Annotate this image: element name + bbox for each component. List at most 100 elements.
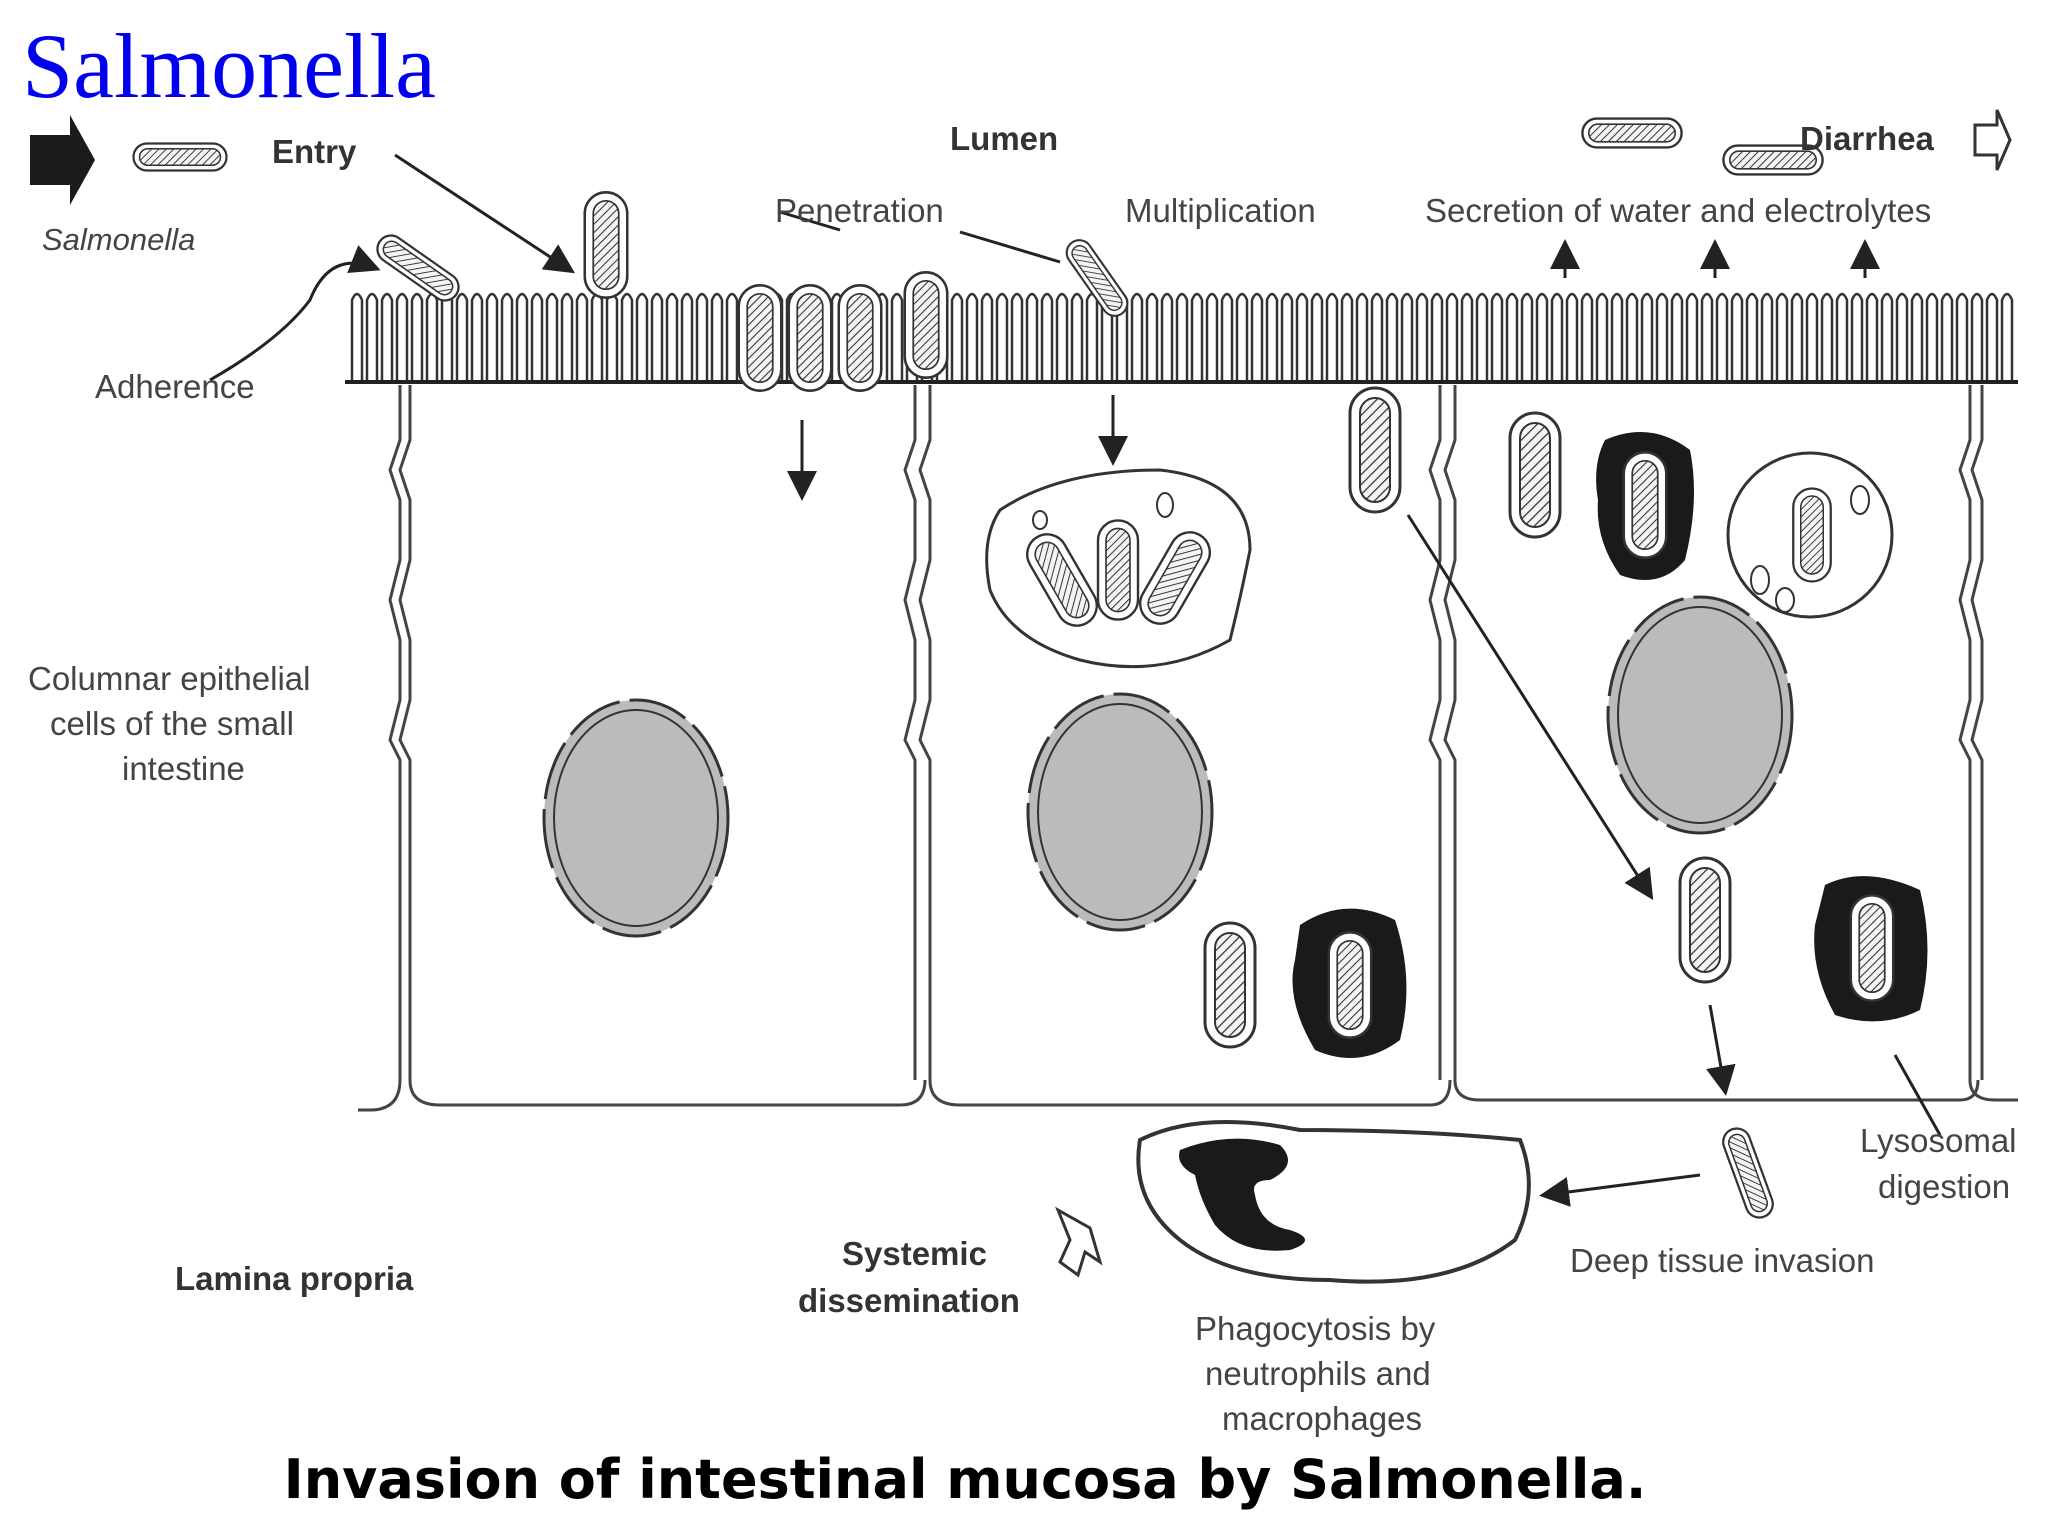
microvillus [725,292,739,382]
microvillus [1085,292,1099,382]
microvillus [1655,292,1669,382]
microvillus [1565,292,1579,382]
microvillus [1430,292,1444,382]
microvillus [1325,292,1339,382]
label-phagocytosis-3: macrophages [1222,1400,1422,1437]
microvillus [1280,292,1294,382]
microvillus [1010,292,1024,382]
label-phagocytosis-2: neutrophils and [1205,1355,1431,1392]
label-penetration: Penetration [775,192,944,229]
microvillus [1490,292,1504,382]
bacteria [132,117,1824,1223]
microvillus [1670,292,1684,382]
microvillus [1940,292,1954,382]
label-secretion: Secretion of water and electrolytes [1425,192,1931,229]
microvillus [1055,292,1069,382]
microvillus [1445,292,1459,382]
microvillus [1310,292,1324,382]
microvillus [1235,292,1249,382]
microvillus [1970,292,1984,382]
microvillus [1550,292,1564,382]
microvillus [575,292,589,382]
microvillus [650,292,664,382]
microvillus [1640,292,1654,382]
label-lumen: Lumen [950,120,1058,157]
microvillus [1220,292,1234,382]
systemic-arrow-icon [1055,1206,1103,1278]
microvillus [1790,292,1804,382]
microvillus [1400,292,1414,382]
label-columnar-3: intestine [122,750,245,787]
microvillus [1505,292,1519,382]
arrows [30,115,1942,1207]
lysosomal-bacteria [1292,432,1928,1058]
microvillus [1040,292,1054,382]
label-columnar-2: cells of the small [50,705,294,742]
label-salmonella: Salmonella [42,222,195,257]
microvillus [1175,292,1189,382]
microvillus [530,292,544,382]
microvillus [1985,292,1999,382]
label-lysosomal-2: digestion [1878,1168,2010,1205]
microvillus [1130,292,1144,382]
microvillus [1835,292,1849,382]
microvillus [1535,292,1549,382]
microvillus [1160,292,1174,382]
label-columnar-1: Columnar epithelial [28,660,310,697]
microvillus [1910,292,1924,382]
microvillus [455,292,469,382]
microvillus [1340,292,1354,382]
microvillus [1265,292,1279,382]
figure-caption: Invasion of intestinal mucosa by Salmone… [283,1448,1647,1511]
label-adherence: Adherence [95,368,255,405]
microvillus [1850,292,1864,382]
microvillus [1355,292,1369,382]
microvillus [1580,292,1594,382]
microvillus [380,292,394,382]
label-diarrhea: Diarrhea [1800,120,1935,157]
label-multiplication: Multiplication [1125,192,1316,229]
microvillus [710,292,724,382]
microvillus [695,292,709,382]
microvillus [1070,292,1084,382]
entry-arrow-icon [30,115,95,205]
microvillus [1595,292,1609,382]
microvillus [365,292,379,382]
microvillus [980,292,994,382]
microvillus [425,292,439,382]
cell-borders [358,385,2018,1112]
microvillus [605,292,619,382]
microvillus [1700,292,1714,382]
label-deep-tissue: Deep tissue invasion [1570,1242,1875,1279]
microvillus [1745,292,1759,382]
microvillus [1820,292,1834,382]
phagocyte [1136,1120,1531,1284]
microvillus [1880,292,1894,382]
microvillus [1805,292,1819,382]
microvillus [635,292,649,382]
microvillus [995,292,1009,382]
microvillus [890,292,904,382]
microvillus [1925,292,1939,382]
microvillus [1250,292,1264,382]
microvillus [1370,292,1384,382]
microvillus [545,292,559,382]
nuclei [542,595,1794,938]
microvillus [1610,292,1624,382]
label-entry: Entry [272,133,357,170]
microvillus [410,292,424,382]
microvillus [1715,292,1729,382]
label-phagocytosis-1: Phagocytosis by [1195,1310,1436,1347]
microvillus [1190,292,1204,382]
microvillus [1955,292,1969,382]
microvillus [1295,292,1309,382]
microvillus [1145,292,1159,382]
microvillus [1205,292,1219,382]
round-vacuole [1726,451,1894,619]
microvillus [1625,292,1639,382]
microvillus [395,292,409,382]
label-lysosomal-1: Lysosomal [1860,1122,2017,1159]
brush-border [350,292,2014,382]
microvillus [560,292,574,382]
